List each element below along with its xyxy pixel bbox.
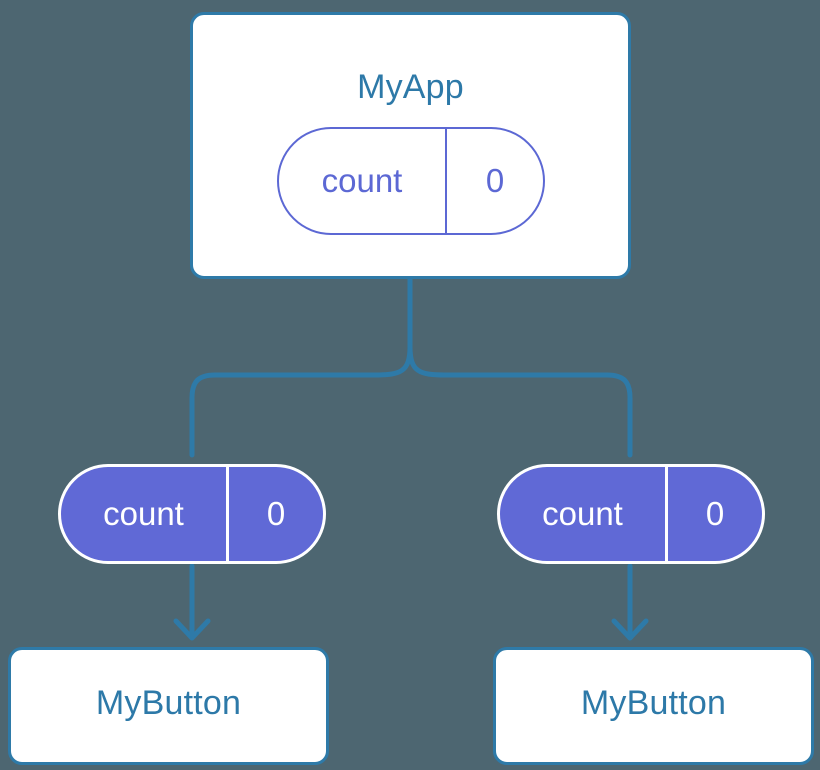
component-card-mybutton-right[interactable]: MyButton: [493, 647, 814, 765]
component-title-mybutton: MyButton: [580, 684, 727, 722]
state-pill-value: 0: [485, 162, 505, 199]
prop-pill-key: count: [500, 467, 668, 561]
edge-branch-right: [407, 344, 633, 458]
component-title-myapp: MyApp: [357, 68, 464, 106]
prop-pill-right-count[interactable]: count 0: [497, 464, 765, 564]
component-title-mybutton: MyButton: [95, 684, 242, 722]
prop-pill-value: 0: [266, 495, 286, 532]
prop-pill-value: 0: [705, 495, 725, 532]
component-card-mybutton-left[interactable]: MyButton: [8, 647, 329, 765]
edge-branch-left: [189, 344, 413, 458]
state-pill-myapp-count[interactable]: count 0: [277, 127, 545, 235]
arrowhead-right-icon: [611, 618, 649, 641]
prop-pill-key: count: [61, 467, 229, 561]
arrowhead-left-icon: [173, 618, 211, 641]
prop-pill-left-count[interactable]: count 0: [58, 464, 326, 564]
state-pill-key: count: [279, 129, 447, 233]
